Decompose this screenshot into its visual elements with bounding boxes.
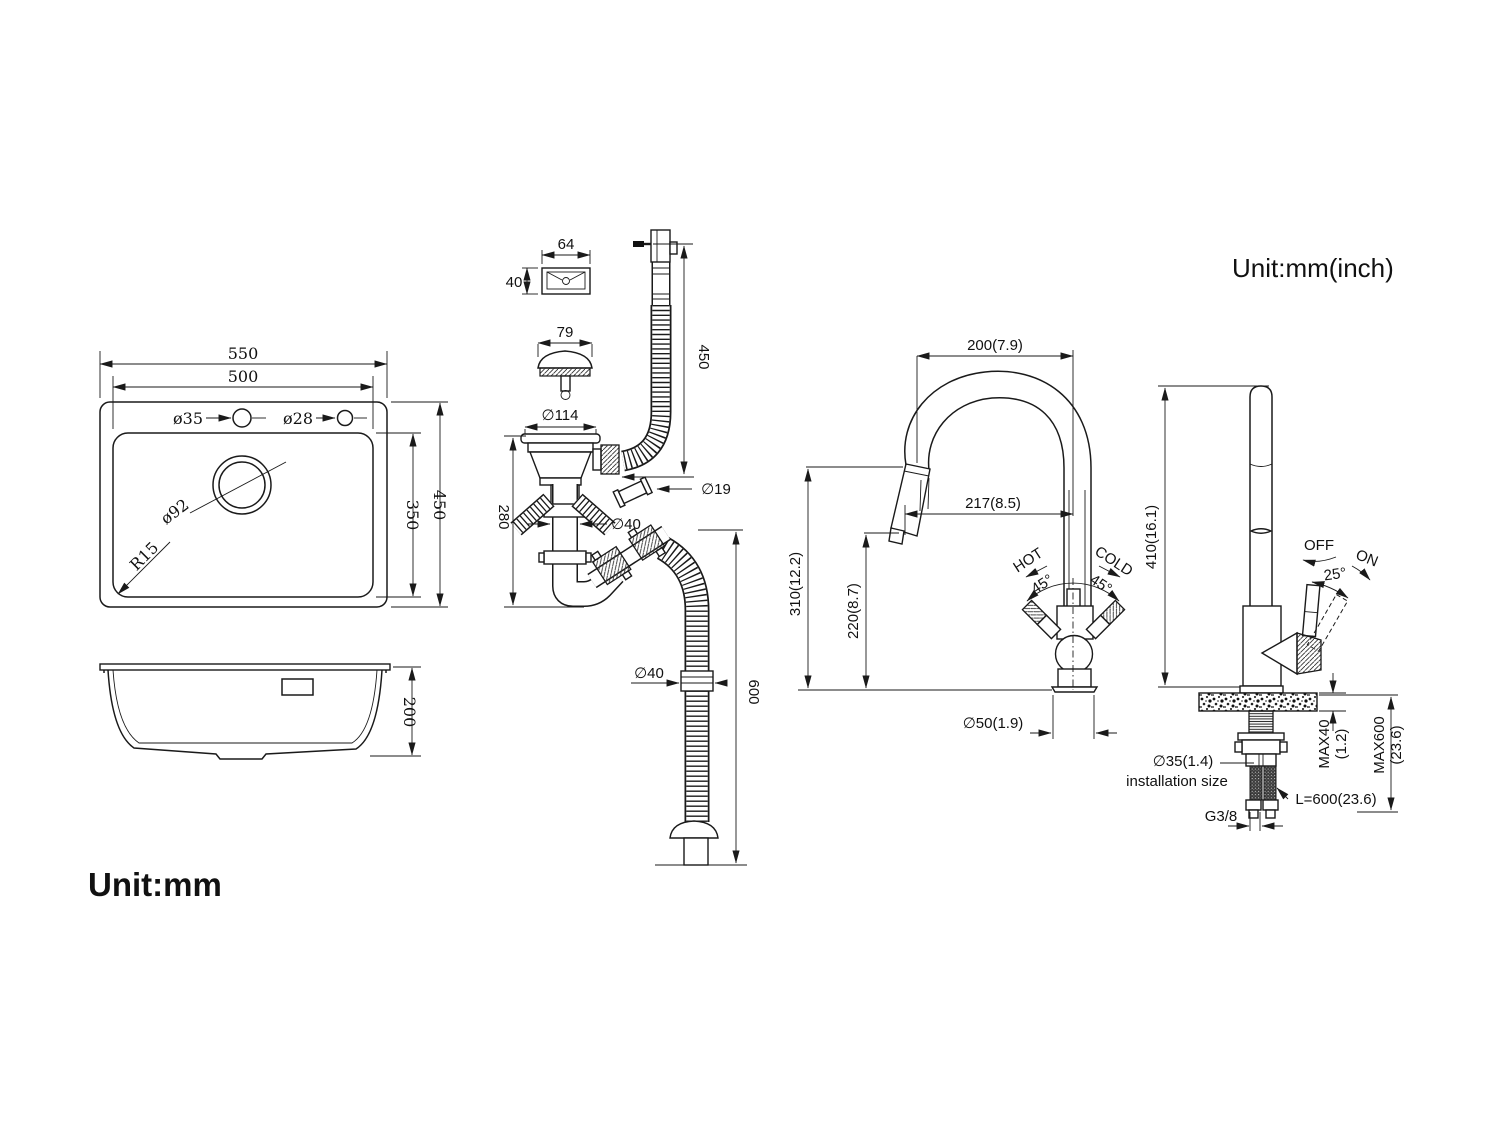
unit-label-mm: Unit:mm [88, 866, 222, 903]
label-hot: HOT [1010, 545, 1046, 577]
dim-overflow-width: 64 [558, 236, 575, 253]
dim-counter-thickness-max-inch: (1.2) [1333, 729, 1350, 760]
dim-corner-radius: R15 [126, 538, 162, 574]
label-on: ON [1353, 546, 1380, 570]
drain-assembly: 64 40 79 ∅114 450 [495, 229, 762, 866]
dim-sink-depth-outer: 450 [430, 490, 449, 521]
dim-trap-height: 280 [495, 504, 512, 529]
sink-top-view: 550 500 ø35 ø28 ø92 R15 350 450 [99, 344, 449, 608]
faucet-front-view: HOT 45° COLD 45° 200(7.9) 217(8.5) 310(1… [787, 337, 1136, 739]
dim-overflow-pipe-diameter: ∅19 [701, 481, 731, 498]
faucet-side-view: OFF ON 25° 410(16.1) MAX40 (1.2) [1126, 385, 1405, 831]
dim-drain-hole: ø92 [157, 495, 192, 528]
dim-sink-width-outer: 550 [228, 344, 259, 363]
dim-below-counter-max: MAX600 [1371, 716, 1388, 774]
dim-spout-reach: 200(7.9) [967, 337, 1023, 354]
dim-tailpipe-diameter: ∅40 [611, 516, 641, 533]
dim-faucet-hole: ø35 [173, 409, 203, 428]
dim-base-diameter: ∅50(1.9) [963, 715, 1024, 732]
dim-handle-angle: 25° [1323, 564, 1348, 584]
dim-soap-hole: ø28 [283, 409, 313, 428]
dim-overflow-height: 40 [506, 274, 523, 291]
dim-strainer-width: 79 [557, 324, 574, 341]
dim-hot-angle: 45° [1028, 571, 1056, 598]
dim-sink-depth-inner: 350 [403, 500, 422, 531]
label-off: OFF [1304, 537, 1334, 554]
dim-spout-height: 310(12.2) [787, 552, 804, 616]
dim-sink-width-inner: 500 [228, 367, 259, 386]
dim-thread-size: G3/8 [1205, 808, 1238, 825]
dim-hole-diameter: ∅35(1.4) [1153, 753, 1214, 770]
dim-flange-diameter: ∅114 [542, 407, 579, 424]
unit-label-mm-inch: Unit:mm(inch) [1232, 253, 1394, 283]
dim-spray-reach: 217(8.5) [965, 495, 1021, 512]
dim-waste-hose-length: 600 [745, 679, 762, 704]
sink-side-view: 200 [99, 663, 421, 760]
dim-overflow-hose-length: 450 [695, 344, 712, 369]
dim-below-counter-max-inch: (23.6) [1388, 725, 1405, 764]
dim-supply-hose-length: L=600(23.6) [1295, 791, 1376, 808]
dim-total-height: 410(16.1) [1143, 505, 1160, 569]
dim-bowl-height: 200 [400, 697, 419, 728]
dim-counter-thickness-max: MAX40 [1316, 719, 1333, 768]
label-installation-size: installation size [1126, 773, 1228, 790]
dim-clearance-height: 220(8.7) [845, 583, 862, 639]
dim-waste-hose-diameter: ∅40 [634, 665, 664, 682]
